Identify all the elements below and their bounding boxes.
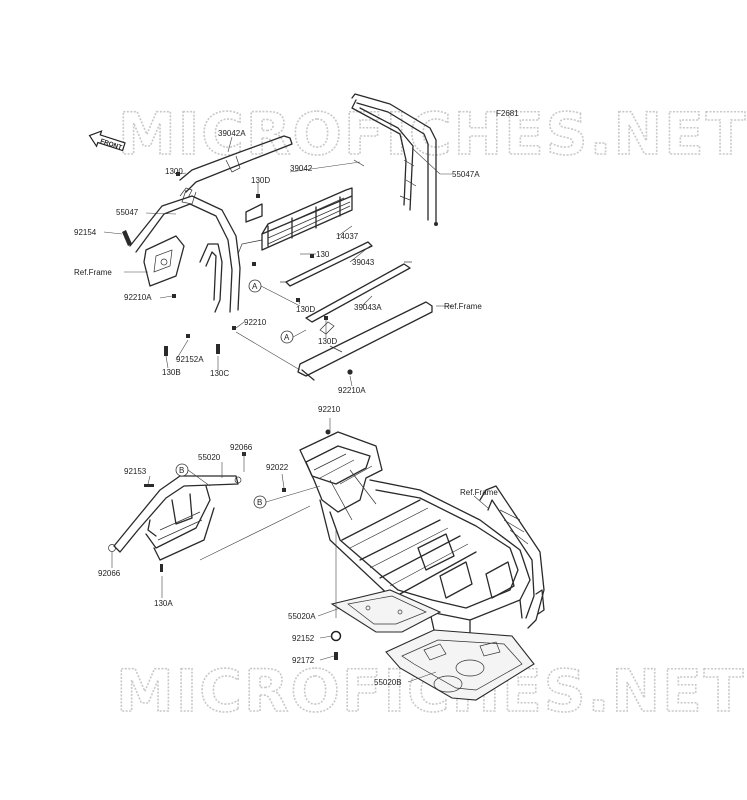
callout-b-2: B xyxy=(253,495,267,509)
label-ref-frame-3: Ref.Frame xyxy=(460,488,498,497)
callout-b-1: B xyxy=(175,463,189,477)
callout-a-2: A xyxy=(280,330,294,344)
label-39043: 39043 xyxy=(352,258,375,267)
part-labels: 39042A 1300 130D 39042 55047 55047A 9215… xyxy=(74,129,498,687)
callout-a-1: A xyxy=(248,279,262,293)
label-130B: 130B xyxy=(162,368,181,377)
label-130D-3: 130D xyxy=(318,337,337,346)
fasteners-upper xyxy=(122,172,353,375)
label-92210A-2: 92210A xyxy=(338,386,366,395)
label-92210-2: 92210 xyxy=(318,405,341,414)
label-130D-1: 130D xyxy=(251,176,270,185)
label-92172: 92172 xyxy=(292,656,315,665)
skid-plate-55020B xyxy=(385,629,535,701)
svg-text:A: A xyxy=(284,333,290,342)
lower-frame-rail xyxy=(297,301,433,381)
label-130D-2: 130D xyxy=(296,305,315,314)
chassis-frame xyxy=(299,429,545,637)
label-130A: 130A xyxy=(154,599,173,608)
label-14037: 14037 xyxy=(336,232,359,241)
label-92066-1: 92066 xyxy=(230,443,253,452)
fasteners-lower xyxy=(242,452,342,660)
label-92153: 92153 xyxy=(124,467,147,476)
rear-roll-bar xyxy=(351,93,438,226)
cargo-net-panel-39042 xyxy=(237,159,365,255)
front-bumper-guard xyxy=(108,475,242,572)
label-130: 130 xyxy=(316,250,330,259)
label-55020: 55020 xyxy=(198,453,221,462)
figure-code: F2681 xyxy=(496,109,519,118)
side-bar-39043A xyxy=(305,261,412,323)
svg-text:B: B xyxy=(179,466,184,475)
label-92210-1: 92210 xyxy=(244,318,267,327)
watermark-top: MICROFICHES.NET xyxy=(118,100,747,168)
label-92066-2: 92066 xyxy=(98,569,121,578)
label-39042A: 39042A xyxy=(218,129,246,138)
mount-bracket-left xyxy=(143,235,185,287)
label-55020B: 55020B xyxy=(374,678,402,687)
label-ref-frame-1: Ref.Frame xyxy=(74,268,112,277)
label-39043A: 39043A xyxy=(354,303,382,312)
label-92152A: 92152A xyxy=(176,355,204,364)
skid-plate-55020A xyxy=(330,589,442,633)
svg-text:A: A xyxy=(252,282,258,291)
label-39042: 39042 xyxy=(290,164,313,173)
label-92210A-1: 92210A xyxy=(124,293,152,302)
label-ref-frame-2: Ref.Frame xyxy=(444,302,482,311)
label-55047A: 55047A xyxy=(452,170,480,179)
label-92152: 92152 xyxy=(292,634,315,643)
label-55020A: 55020A xyxy=(288,612,316,621)
label-55047: 55047 xyxy=(116,208,139,217)
side-bar-39043 xyxy=(280,241,373,287)
label-92022: 92022 xyxy=(266,463,289,472)
svg-text:B: B xyxy=(257,498,262,507)
leader-lines-upper xyxy=(103,136,452,387)
label-130C: 130C xyxy=(210,369,229,378)
roof-rail-39042A xyxy=(179,135,293,205)
label-1300: 1300 xyxy=(165,167,183,176)
label-92154: 92154 xyxy=(74,228,97,237)
leader-lines-lower xyxy=(111,418,489,683)
